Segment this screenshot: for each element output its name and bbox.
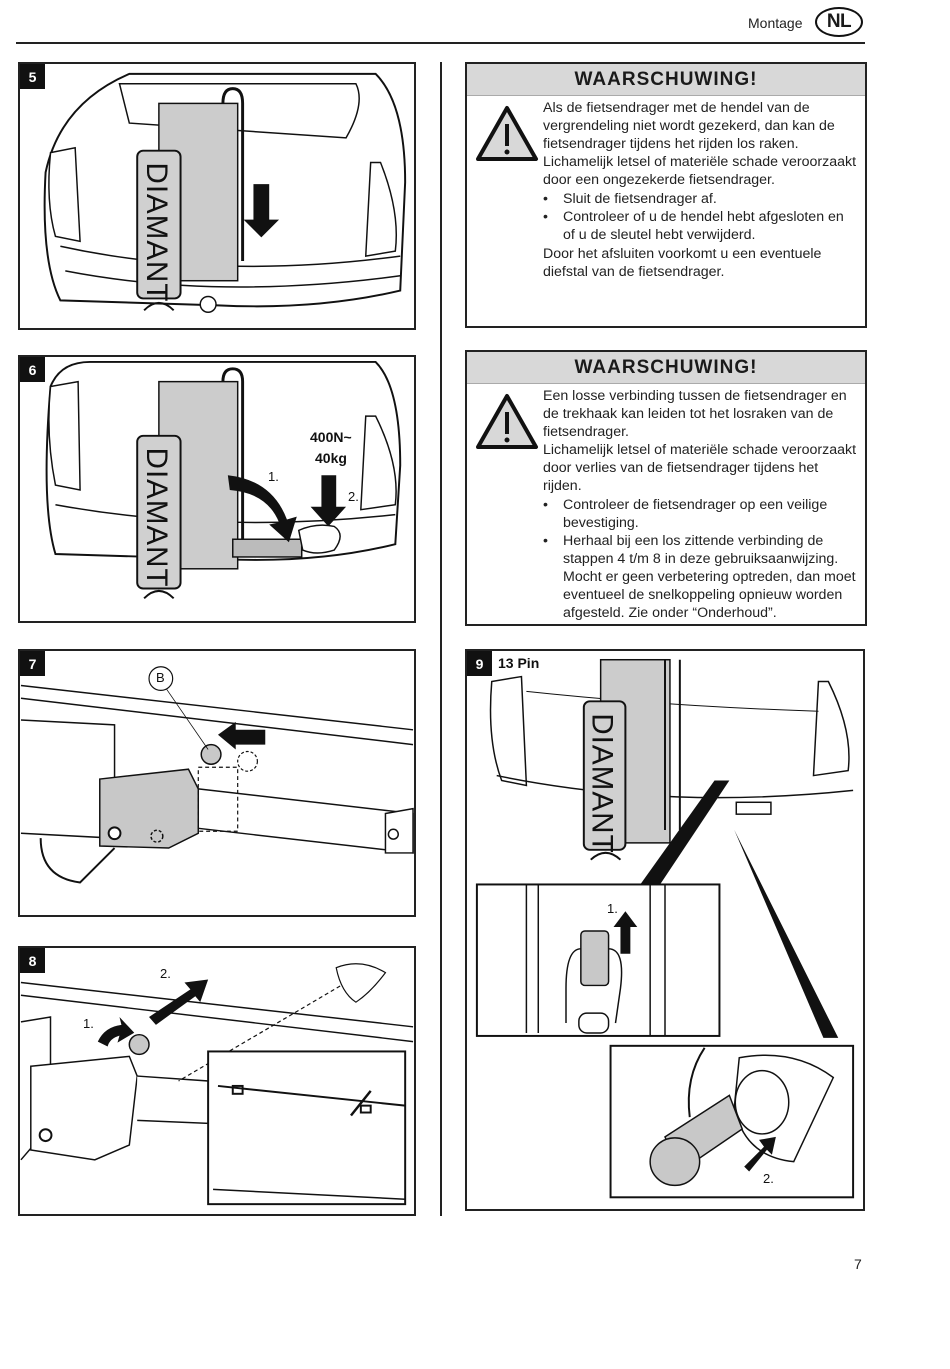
warning-bullet: Controleer de fietsendrager op een veili…: [543, 496, 859, 532]
step-number: 7: [20, 651, 45, 676]
warning-bullet: Herhaal bij een los zittende verbinding …: [543, 532, 859, 622]
language-badge: NL: [815, 7, 863, 37]
warning-bullet-list: Sluit de fietsendrager af. Controleer of…: [543, 190, 859, 244]
header-divider: [16, 42, 865, 44]
arrow-label-2: 2.: [348, 489, 359, 504]
eye-icon: [335, 963, 387, 1003]
arrow-label-1: 1.: [268, 469, 279, 484]
figure-step-5: 5 DIAMANT: [18, 62, 416, 330]
column-divider: [440, 62, 442, 1216]
warning-consequence: Lichamelijk letsel of materiële schade v…: [543, 154, 857, 188]
warning-triangle-icon: [476, 394, 538, 449]
plate-text: DIAMANT: [586, 713, 619, 854]
curved-arrow-icon: [227, 475, 297, 543]
warning-consequence: Lichamelijk letsel of materiële schade v…: [543, 442, 857, 494]
figure-step-7: 7 B: [18, 649, 416, 917]
weight-label: 40kg: [315, 450, 347, 466]
hitch-lock-illustration: [20, 666, 414, 884]
plate-text: DIAMANT: [140, 448, 173, 588]
warning-intro: Een losse verbinding tussen de fietsendr…: [543, 388, 847, 440]
figure-step-8: 8 1. 2.: [18, 946, 416, 1216]
warning-box-lock: WAARSCHUWING! Als de fietsendrager met d…: [465, 62, 867, 328]
down-arrow-icon: [243, 184, 280, 238]
car-rear-illustration: DIAMANT: [45, 360, 402, 600]
plate-text: DIAMANT: [140, 163, 173, 303]
page-number: 7: [854, 1256, 862, 1272]
step-number: 9: [467, 651, 492, 676]
left-arrow-icon: [217, 721, 266, 750]
hand-icon: [297, 524, 341, 554]
warning-heading: WAARSCHUWING!: [467, 352, 865, 384]
warning-body: Als de fietsendrager met de hendel van d…: [543, 99, 859, 281]
warning-intro: Als de fietsendrager met de hendel van d…: [543, 100, 835, 152]
figure-title: 13 Pin: [498, 655, 540, 671]
callout-label: B: [156, 670, 165, 685]
arrow-label-2: 2.: [160, 966, 171, 981]
warning-outro: Door het afsluiten voorkomt u een eventu…: [543, 246, 822, 280]
step-number: 8: [20, 948, 45, 973]
figure-step-6: 6 DIAMANT 400N~ 40kg 1. 2.: [18, 355, 416, 623]
force-label: 400N~: [310, 429, 352, 445]
curved-arrow-icon: [97, 1016, 135, 1047]
diagonal-arrow-icon: [149, 979, 209, 1025]
arrow-label-1: 1.: [83, 1016, 94, 1031]
warning-bullet-list: Controleer de fietsendrager op een veili…: [543, 496, 859, 622]
electrical-connection-illustration: DIAMANT: [475, 658, 855, 1199]
step-number: 6: [20, 357, 45, 382]
section-title: Montage: [748, 15, 803, 31]
car-rear-illustration: DIAMANT: [43, 72, 407, 313]
down-arrow-icon: [310, 475, 347, 527]
lock-check-illustration: [20, 963, 414, 1206]
warning-box-connection: WAARSCHUWING! Een losse verbinding tusse…: [465, 350, 867, 626]
warning-bullet: Controleer of u de hendel hebt afgeslote…: [543, 208, 859, 244]
warning-triangle-icon: [476, 106, 538, 161]
warning-heading: WAARSCHUWING!: [467, 64, 865, 96]
warning-bullet: Sluit de fietsendrager af.: [543, 190, 859, 208]
diagonal-arrow-icon: [744, 1136, 776, 1172]
warning-body: Een losse verbinding tussen de fietsendr…: [543, 387, 859, 623]
up-arrow-icon: [613, 911, 638, 954]
arrow-label-1: 1.: [607, 901, 618, 916]
figure-step-9: 9 13 Pin DIAMANT 1. 2.: [465, 649, 865, 1211]
arrow-label-2: 2.: [763, 1171, 774, 1186]
step-number: 5: [20, 64, 45, 89]
